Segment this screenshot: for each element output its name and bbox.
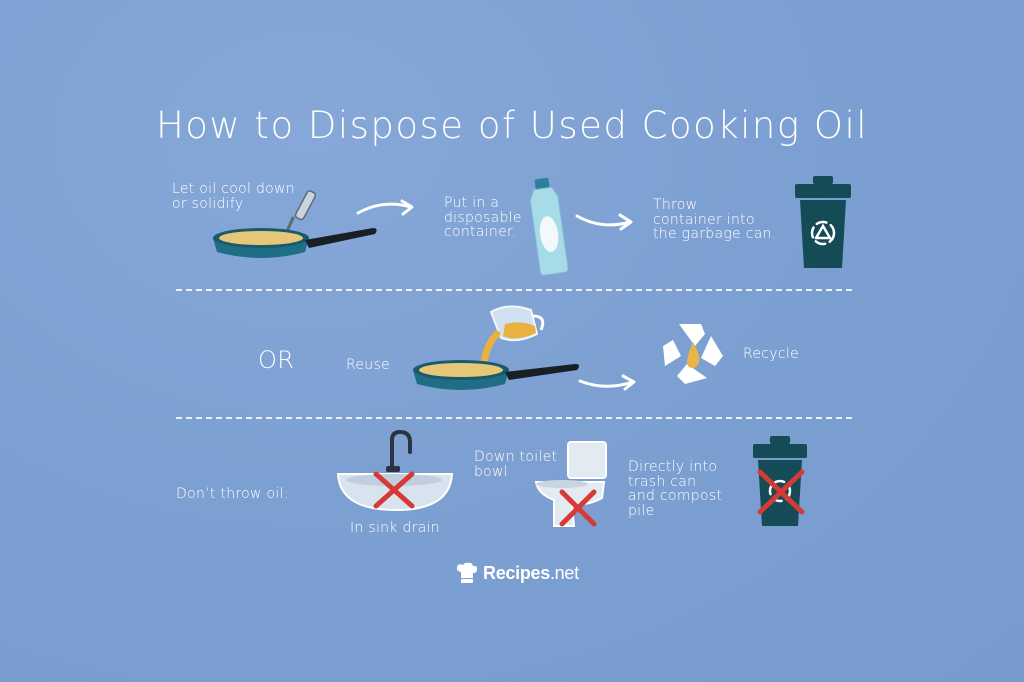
arrow-icon — [578, 374, 636, 391]
cross-icon — [373, 471, 415, 509]
bottle-icon — [529, 177, 569, 276]
step-container-label: Put in a disposable container. — [444, 195, 522, 241]
toilet-icon — [534, 441, 607, 527]
section-divider — [176, 417, 852, 419]
measuring-cup-icon — [489, 305, 545, 342]
trash-bin-icon — [753, 436, 807, 526]
or-label: OR — [258, 346, 295, 374]
oil-drop-icon — [687, 342, 700, 368]
sink-icon — [336, 430, 454, 512]
sink-label: In sink drain — [350, 520, 440, 536]
recycle-icon — [768, 479, 792, 503]
cross-icon — [757, 469, 805, 515]
recycle-label: Recycle — [743, 346, 799, 362]
reuse-pan-icon — [413, 305, 580, 390]
infographic-title: How to Dispose of Used Cooking Oil — [155, 104, 869, 147]
step-throw-label: Throw container into the garbage can. — [653, 197, 777, 243]
trash-bin-icon — [795, 176, 851, 268]
dont-throw-heading: Don’t throw oil: — [176, 486, 289, 502]
toilet-label: Down toilet bowl — [474, 449, 558, 480]
recycle-icon — [663, 324, 723, 384]
brand-logo: Recipes.net — [455, 562, 579, 584]
recycle-icon — [810, 220, 836, 246]
arrow-icon — [356, 199, 414, 216]
reuse-label: Reuse — [346, 357, 390, 373]
cross-icon — [559, 489, 597, 527]
chef-hat-icon — [456, 562, 478, 583]
trash-label: Directly into trash can and compost pile — [628, 459, 723, 520]
brand-name: Recipes.net — [483, 562, 579, 583]
arrow-icon — [575, 213, 633, 231]
section-divider — [176, 289, 852, 291]
step-cool-label: Let oil cool down or solidify — [172, 181, 295, 212]
frying-pan-icon — [213, 190, 377, 258]
